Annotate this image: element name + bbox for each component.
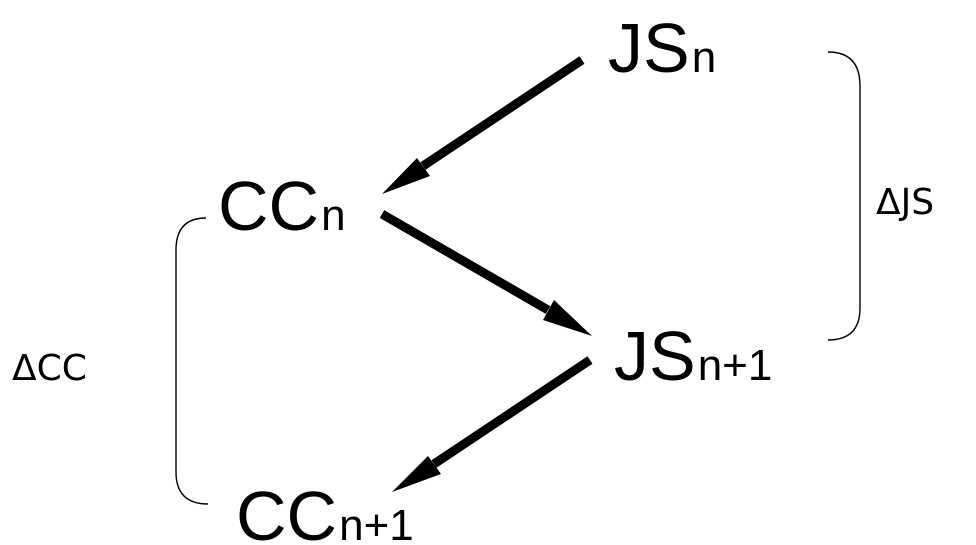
bracket-delta-cc [175,217,209,505]
node-js-n1: JSn+1 [614,317,772,395]
node-cc-n-sub: n [321,191,345,240]
node-js-n-sub: n [692,33,716,82]
arrow-js-n-to-cc-n [382,56,585,194]
node-cc-n1-sub: n+1 [339,501,414,545]
arrow-js-n1-to-cc-n1 [392,356,593,492]
node-js-n-main: JS [608,9,690,87]
node-js-n1-main: JS [614,317,696,395]
label-delta-cc: ΔCC [12,348,87,389]
node-js-n: JSn [608,9,716,87]
bracket-delta-js [827,51,861,341]
node-cc-n1: CCn+1 [236,477,414,545]
arrow-cc-n-to-js-n1 [379,210,592,336]
node-cc-n-main: CC [218,167,319,245]
label-delta-js: ΔJS [876,182,934,223]
node-cc-n: CCn [218,167,346,245]
node-js-n1-sub: n+1 [698,341,773,390]
node-cc-n1-main: CC [236,477,337,545]
